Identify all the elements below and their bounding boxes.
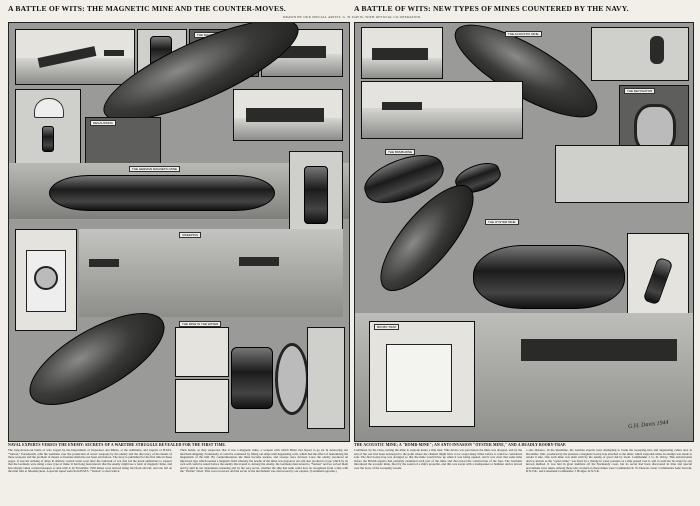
inset-destroyer	[233, 89, 343, 141]
label-booby-trap: BOOBY-TRAP	[374, 324, 400, 330]
inset-mine-detail	[289, 151, 343, 241]
mine-longitudinal-section	[49, 175, 275, 211]
inset-ships-at-sea	[15, 29, 135, 85]
inset-circuit-2	[175, 379, 229, 433]
inset-ships-minesweeping	[361, 81, 523, 139]
inset-cargo-ship	[361, 27, 443, 79]
label-mine-in-water: THE MINE IN THE WATER	[179, 321, 222, 327]
label-oyster-mine: THE OYSTER MINE	[485, 219, 519, 225]
illustration-panel-right: THE ACOUSTIC MINE THE DETONATOR THE BOMB…	[354, 22, 694, 442]
label-sweeping: SWEEPING	[179, 232, 202, 238]
inset-parachute	[627, 233, 689, 323]
body-text-column-1: The long-drawn-out battle of wits waged …	[8, 449, 172, 474]
body-text-column-3: Continued. by the close, tearing the min…	[354, 449, 522, 470]
illustration-panel-left: THE MAGNETIC MINE DEGAUSSING THE GERMAN …	[8, 22, 350, 442]
mine-sections-exploded	[473, 245, 625, 309]
headline-right: A BATTLE OF WITS: NEW TYPES OF MINES COU…	[354, 4, 629, 13]
body-text-column-2: Their hands, as they suspected, that it …	[180, 449, 348, 474]
label-degaussing: DEGAUSSING	[90, 120, 117, 126]
label-german-magnetic-mine: THE GERMAN MAGNETIC MINE	[129, 166, 181, 172]
inset-mine-vertical	[307, 327, 345, 429]
warship-silhouette	[521, 339, 677, 361]
inset-minelaying-diagram: DEGAUSSING	[85, 117, 161, 165]
artist-credit: DRAWN BY OUR SPECIAL ARTIST, G. H. DAVIS…	[283, 15, 422, 19]
inset-parachute-mine	[15, 89, 81, 165]
label-detonator: THE DETONATOR	[624, 88, 656, 94]
mine-casing-ring	[275, 343, 309, 415]
subheadline-left: NAVAL EXPERTS VERSUS THE ENEMY: SECRETS …	[8, 443, 227, 447]
inset-booby-trap: BOOBY-TRAP	[369, 321, 475, 427]
label-acoustic-mine: THE ACOUSTIC MINE	[505, 31, 542, 37]
inset-aircraft-over-coast	[555, 145, 689, 203]
label-bomb-mine: THE BOMB-MINE	[385, 149, 416, 155]
headline-left: A BATTLE OF WITS: THE MAGNETIC MINE AND …	[8, 4, 286, 13]
subheadline-right: THE ACOUSTIC MINE; A "BOMB-MINE"; AN ANT…	[354, 443, 567, 447]
inset-diver	[591, 27, 689, 81]
body-text-column-4: a safe distance. In the meantime, the Ge…	[526, 449, 692, 474]
inset-dial-mechanism	[15, 229, 77, 331]
inset-circuit-1	[175, 327, 229, 377]
mine-casing-half	[231, 347, 273, 409]
sea-scene-sweeping: SWEEPING	[79, 229, 343, 317]
